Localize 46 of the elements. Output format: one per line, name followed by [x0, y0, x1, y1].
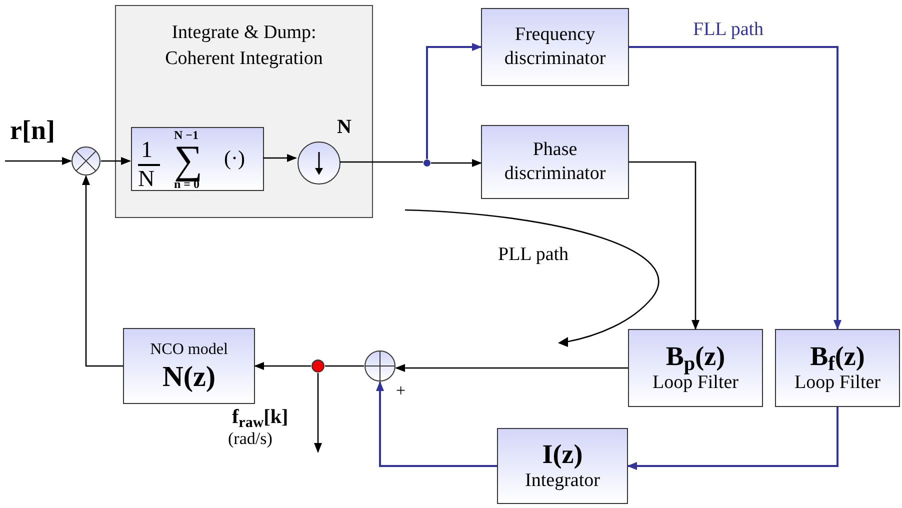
multiplier-circle — [71, 146, 101, 176]
summation-box — [131, 127, 264, 191]
arrow — [629, 46, 842, 330]
arrow — [101, 157, 131, 165]
process-box — [481, 8, 629, 86]
integrator-box — [497, 428, 628, 504]
arrow — [376, 381, 497, 467]
transfer-function: I(z) — [542, 439, 583, 469]
arrow — [426, 43, 482, 159]
signal-label: f$_{raw}$[k] — [232, 405, 288, 430]
filter-box — [775, 329, 900, 407]
junction-dot — [423, 159, 431, 167]
arrow — [629, 161, 700, 330]
upper-limit: N −1 — [174, 129, 199, 141]
block-label: Integrator — [525, 469, 600, 493]
block-label: Frequency discriminator — [503, 23, 607, 71]
arrow — [254, 362, 311, 370]
arrow — [314, 373, 322, 453]
arrow — [627, 407, 838, 470]
signal-label: PLL path — [498, 243, 569, 267]
transfer-function: B$_{f}$(z) — [810, 341, 865, 371]
arrow — [82, 175, 123, 367]
transfer-function: N(z) — [162, 361, 216, 393]
integrate-dump-block — [115, 5, 373, 218]
block-title: Integrate & Dump: Coherent Integration — [164, 21, 324, 71]
block-label: Loop Filter — [794, 371, 881, 395]
downsampler-circle — [297, 141, 341, 185]
numerator: 1 — [141, 138, 152, 161]
arrow — [263, 154, 297, 162]
factor-label: N — [337, 117, 352, 137]
sign-label: + — [396, 380, 406, 402]
signal-label: FLL path — [693, 18, 764, 42]
operand: (·) — [224, 148, 245, 169]
block-label: NCO model — [150, 340, 228, 360]
filter-box — [628, 329, 763, 407]
arrow — [395, 364, 628, 372]
nco-box — [123, 328, 255, 404]
block-label: Phase discriminator — [503, 138, 607, 186]
process-box — [481, 125, 629, 199]
signal-label: r[n] — [10, 114, 55, 147]
arrow — [431, 159, 482, 167]
adder-circle — [364, 350, 396, 382]
denominator: N — [138, 167, 155, 190]
signal-label: (rad/s) — [228, 428, 272, 450]
junction-dot — [311, 359, 325, 373]
arrow — [5, 157, 72, 165]
